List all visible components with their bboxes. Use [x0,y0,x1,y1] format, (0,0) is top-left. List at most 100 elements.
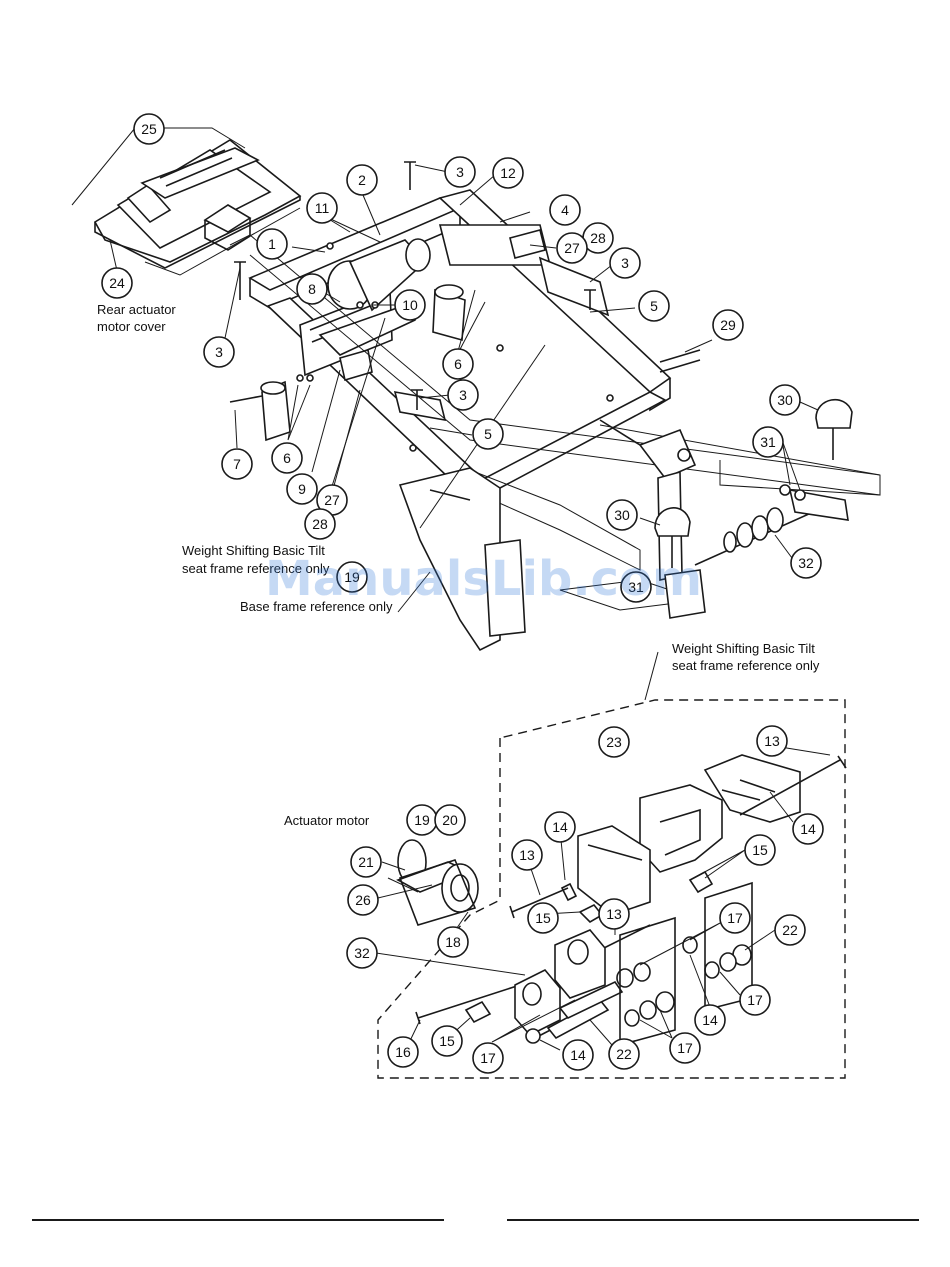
svg-text:3: 3 [459,387,467,403]
svg-text:22: 22 [616,1046,632,1062]
callout-top-6b: 6 [271,442,303,474]
svg-text:19: 19 [414,812,430,828]
footer-rule-left [32,1219,444,1221]
svg-text:13: 13 [606,906,622,922]
label-actuator-motor: Actuator motor [284,813,370,828]
svg-text:17: 17 [747,992,763,1008]
svg-text:14: 14 [702,1012,718,1028]
footer-rule-right [507,1219,919,1221]
callout-bottom-17c: 17 [669,1032,701,1064]
svg-text:19: 19 [344,569,360,585]
svg-text:17: 17 [677,1040,693,1056]
callout-bottom-14c: 14 [694,1004,726,1036]
callout-bottom-15c: 15 [431,1025,463,1057]
callout-top-25: 25 [133,113,165,145]
callout-bottom-26: 26 [347,884,379,916]
svg-text:17: 17 [727,910,743,926]
svg-text:2: 2 [358,172,366,188]
callout-bottom-13b: 13 [511,839,543,871]
label-seat-frame-reference-1: Weight Shifting Basic Tilt seat frame re… [182,543,330,576]
svg-text:15: 15 [535,910,551,926]
svg-text:20: 20 [442,812,458,828]
callout-top-32: 32 [790,547,822,579]
svg-text:14: 14 [570,1047,586,1063]
svg-text:Rear actuator: Rear actuator [97,302,176,317]
callout-top-11: 11 [306,192,338,224]
svg-text:14: 14 [800,821,816,837]
bottom-assembly-drawing: 23 13 14 19 20 21 26 18 32 13 14 15 15 1… [284,641,847,1079]
svg-text:21: 21 [358,854,374,870]
svg-text:24: 24 [109,275,125,291]
callout-bottom-16: 16 [387,1036,419,1068]
callout-top-3c: 3 [203,336,235,368]
callout-top-31b: 31 [620,571,652,603]
svg-text:17: 17 [480,1050,496,1066]
svg-text:motor cover: motor cover [97,319,166,334]
bottom-leader-lines [375,651,831,1051]
actuator-motor-detail [396,839,479,926]
svg-text:12: 12 [500,165,516,181]
callout-top-9a: 9 [286,473,318,505]
callout-bottom-15b: 15 [527,902,559,934]
callout-bottom-18: 18 [437,926,469,958]
svg-text:30: 30 [777,392,793,408]
svg-text:4: 4 [561,202,569,218]
callout-bottom-22a: 22 [774,914,806,946]
callout-bottom-14b: 14 [544,811,576,843]
callout-top-2: 2 [346,164,378,196]
svg-text:3: 3 [215,344,223,360]
label-rear-actuator-motor-cover: Rear actuator motor cover [97,302,176,334]
svg-text:13: 13 [764,733,780,749]
callout-top-7: 7 [221,448,253,480]
svg-text:6: 6 [283,450,291,466]
svg-text:26: 26 [355,892,371,908]
callout-top-3a: 3 [444,156,476,188]
svg-text:11: 11 [315,200,330,216]
shaft-assembly-right [654,398,853,619]
rear-actuator-motor-cover [93,139,302,276]
svg-text:25: 25 [141,121,157,137]
svg-text:31: 31 [760,434,776,450]
svg-text:32: 32 [798,555,814,571]
callout-bottom-13a: 13 [756,725,788,757]
svg-text:27: 27 [564,240,580,256]
callout-top-10: 10 [394,289,426,321]
svg-text:3: 3 [621,255,629,271]
callout-top-30b: 30 [606,499,638,531]
label-seat-frame-reference-2: Weight Shifting Basic Tilt seat frame re… [672,641,820,673]
svg-text:28: 28 [590,230,606,246]
watermark: ManualsLib.com [265,551,702,607]
svg-text:23: 23 [606,734,622,750]
callout-bottom-23: 23 [598,726,630,758]
callout-bottom-17a: 17 [719,902,751,934]
svg-text:seat frame reference only: seat frame reference only [672,658,820,673]
svg-text:Weight Shifting Basic Tilt: Weight Shifting Basic Tilt [182,543,325,558]
callout-bottom-14d: 14 [562,1039,594,1071]
svg-text:29: 29 [720,317,736,333]
svg-text:7: 7 [233,456,241,472]
assembly-23-boundary [377,699,846,1079]
callout-top-28b: 28 [304,508,336,540]
svg-text:27: 27 [324,492,340,508]
callout-bottom-19: 19 [406,804,438,836]
callout-top-5b: 5 [472,418,504,450]
svg-text:14: 14 [552,819,568,835]
svg-text:22: 22 [782,922,798,938]
callout-top-27a: 27 [556,232,588,264]
top-assembly-drawing: 25 24 3 12 2 11 4 1 28 27 3 8 10 5 3 6 2… [71,113,881,652]
callout-top-30a: 30 [769,384,801,416]
svg-text:16: 16 [395,1044,411,1060]
callout-bottom-15a: 15 [744,834,776,866]
svg-text:31: 31 [628,579,644,595]
svg-text:30: 30 [614,507,630,523]
callout-bottom-32: 32 [346,937,378,969]
callout-top-12: 12 [492,157,524,189]
svg-text:15: 15 [752,842,768,858]
svg-text:1: 1 [268,236,276,252]
svg-text:6: 6 [454,356,462,372]
seat-frame-reference-outline [229,234,881,611]
callout-top-8: 8 [296,273,328,305]
svg-text:18: 18 [445,934,461,950]
callout-top-1: 1 [256,228,288,260]
svg-text:5: 5 [484,426,492,442]
